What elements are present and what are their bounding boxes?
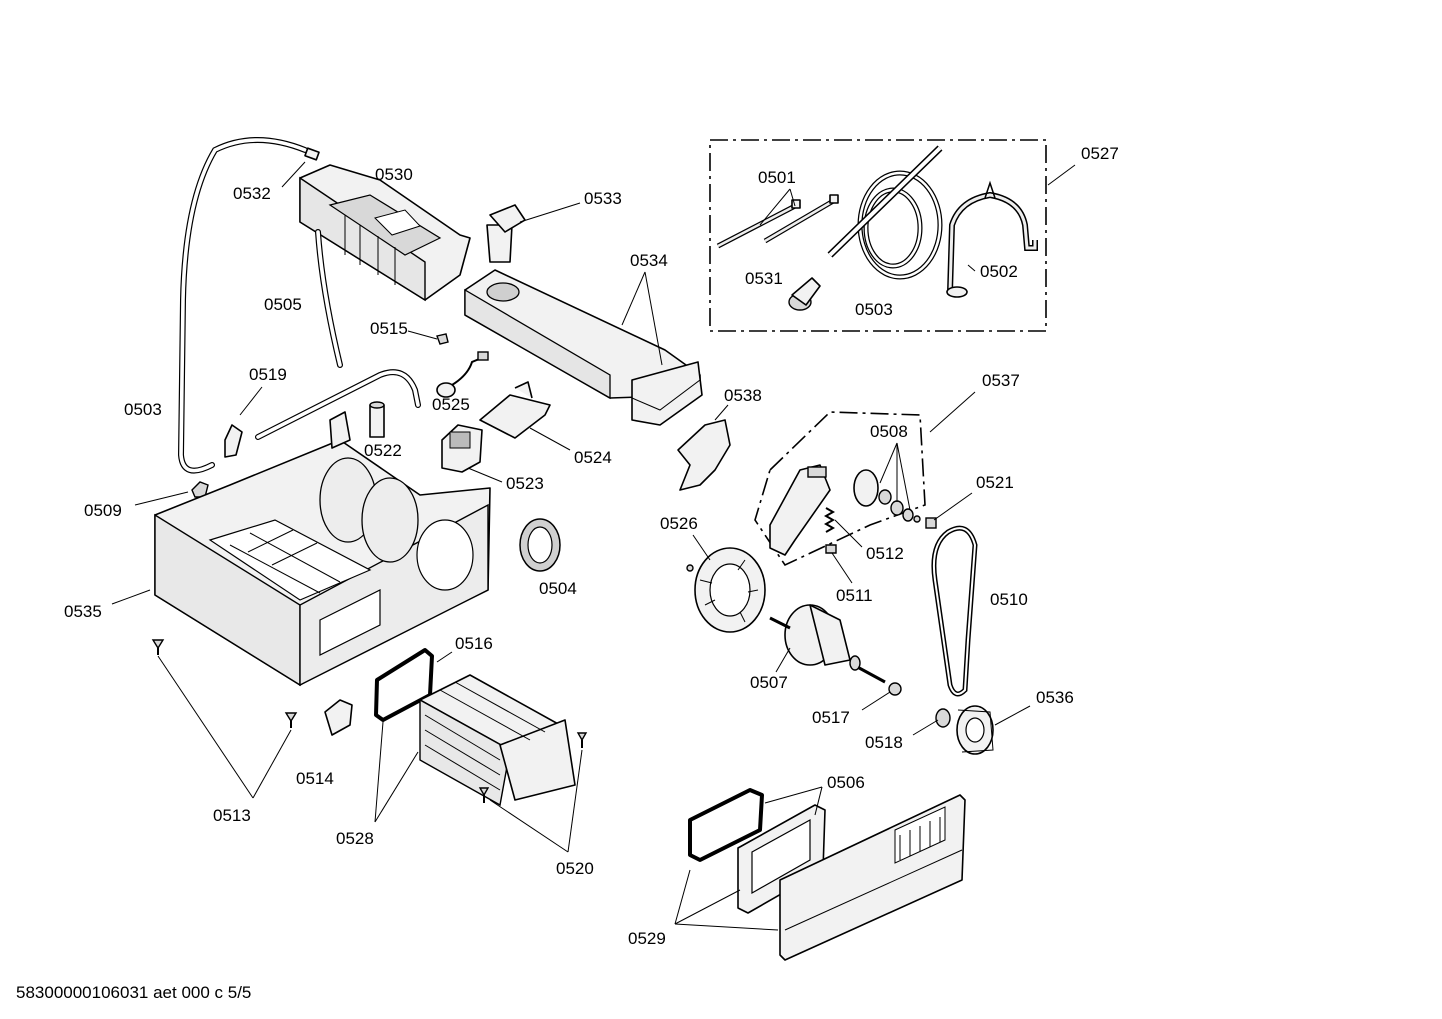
part-0537-tensioner bbox=[769, 464, 831, 556]
part-0528-condenser bbox=[419, 674, 576, 807]
part-0525-sensor-cable bbox=[436, 351, 489, 398]
label-0521: 0521 bbox=[976, 473, 1014, 492]
part-0530-water-container bbox=[299, 164, 471, 302]
part-0533-float bbox=[486, 204, 526, 263]
part-0510-belt bbox=[931, 525, 978, 697]
part-0521-screw bbox=[925, 517, 937, 529]
part-0503-coiled-hose bbox=[827, 145, 943, 280]
part-0504-seal bbox=[519, 518, 561, 572]
part-0523-pump bbox=[441, 424, 483, 473]
label-0526: 0526 bbox=[660, 514, 698, 533]
label-0514: 0514 bbox=[296, 769, 334, 788]
label-0525: 0525 bbox=[432, 395, 470, 414]
label-0520: 0520 bbox=[556, 859, 594, 878]
label-0501: 0501 bbox=[758, 168, 796, 187]
part-0522-filter bbox=[369, 401, 385, 438]
label-0510: 0510 bbox=[990, 590, 1028, 609]
label-0529: 0529 bbox=[628, 929, 666, 948]
part-0514-clip bbox=[324, 699, 353, 736]
part-0529-front-panel bbox=[779, 794, 966, 961]
part-0524-bracket bbox=[479, 381, 551, 439]
label-0535: 0535 bbox=[64, 602, 102, 621]
label-0502: 0502 bbox=[980, 262, 1018, 281]
label-0523: 0523 bbox=[506, 474, 544, 493]
part-0509-clip bbox=[191, 481, 209, 498]
part-0513-screws bbox=[151, 639, 298, 728]
label-0503-kit: 0503 bbox=[855, 300, 893, 319]
label-0527: 0527 bbox=[1081, 144, 1119, 163]
label-0511: 0511 bbox=[836, 586, 873, 605]
label-0533: 0533 bbox=[584, 189, 622, 208]
part-0502-clamp bbox=[946, 180, 1038, 298]
label-0524: 0524 bbox=[574, 448, 612, 467]
label-0507: 0507 bbox=[750, 673, 788, 692]
kit-box-outline bbox=[709, 139, 1047, 332]
part-0515-clip bbox=[436, 333, 449, 345]
part-0529-gasket bbox=[688, 788, 764, 862]
part-0534-pump-housing bbox=[464, 269, 703, 426]
leader-lines bbox=[111, 161, 1076, 931]
label-0516: 0516 bbox=[455, 634, 493, 653]
label-0513: 0513 bbox=[213, 806, 251, 825]
part-0517-nut bbox=[888, 682, 902, 696]
label-0503-left: 0503 bbox=[124, 400, 162, 419]
part-0508-pulley-parts bbox=[853, 469, 921, 523]
label-0517: 0517 bbox=[812, 708, 850, 727]
label-0522: 0522 bbox=[364, 441, 402, 460]
label-0508: 0508 bbox=[870, 422, 908, 441]
label-0538: 0538 bbox=[724, 386, 762, 405]
label-0534: 0534 bbox=[630, 251, 668, 270]
label-0506: 0506 bbox=[827, 773, 865, 792]
part-0538-holder bbox=[677, 419, 731, 491]
label-0537: 0537 bbox=[982, 371, 1020, 390]
part-0503-hose-left bbox=[177, 137, 320, 474]
part-0526-fan-wheel bbox=[686, 547, 766, 633]
label-0519: 0519 bbox=[249, 365, 287, 384]
document-id-footer: 58300000106031 aet 000 c 5/5 bbox=[16, 983, 251, 1002]
part-0505-drain-hose bbox=[315, 229, 343, 368]
label-0515: 0515 bbox=[370, 319, 408, 338]
label-0512: 0512 bbox=[866, 544, 904, 563]
label-0530: 0530 bbox=[375, 165, 413, 184]
part-labels: 0501 0527 0502 0531 0503 0530 0532 0533 … bbox=[64, 144, 1119, 948]
part-0520-screws bbox=[478, 732, 588, 803]
label-0518: 0518 bbox=[865, 733, 903, 752]
part-0501-cable-ties bbox=[716, 194, 839, 249]
label-0532: 0532 bbox=[233, 184, 271, 203]
part-0511-bolt bbox=[825, 544, 837, 554]
part-0535-base-frame bbox=[154, 411, 491, 687]
part-0512-spring bbox=[823, 507, 836, 533]
part-0518-nut bbox=[935, 708, 951, 728]
label-0504: 0504 bbox=[539, 579, 577, 598]
part-0536-pulley bbox=[956, 705, 994, 755]
label-0531: 0531 bbox=[745, 269, 783, 288]
label-0509: 0509 bbox=[84, 501, 122, 520]
label-0536: 0536 bbox=[1036, 688, 1074, 707]
part-0519-tube bbox=[224, 369, 421, 458]
part-0531-plug bbox=[788, 277, 821, 311]
part-0507-motor bbox=[769, 604, 886, 684]
label-0528: 0528 bbox=[336, 829, 374, 848]
label-0505: 0505 bbox=[264, 295, 302, 314]
